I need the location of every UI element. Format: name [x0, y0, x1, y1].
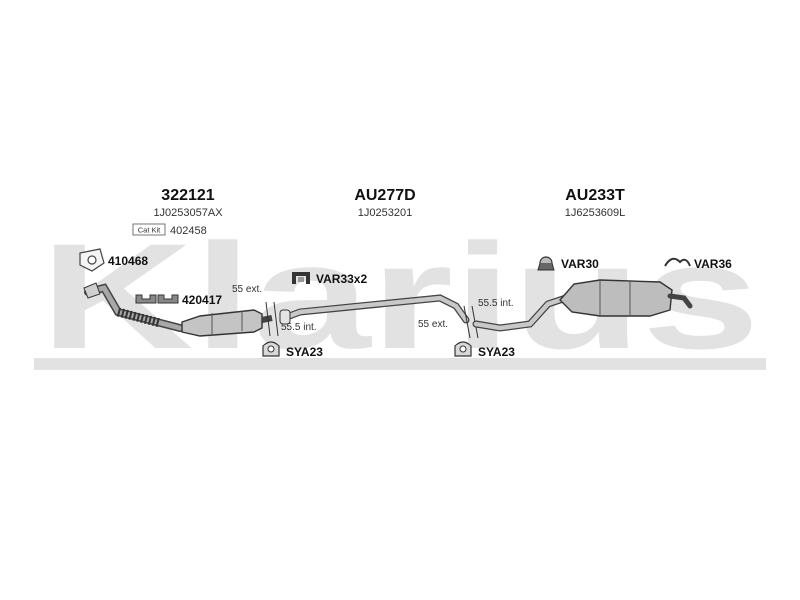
joint-left: 55 ext. 55.5 int. — [232, 284, 317, 337]
clamp-right-icon — [157, 294, 179, 304]
joint-right-int-label: 55.5 int. — [478, 298, 514, 309]
gasket-code: 410468 — [108, 254, 148, 268]
rubber-mount-left: SYA23 — [262, 341, 323, 359]
rear-mount-b: VAR36 — [664, 257, 732, 271]
silencer-seams — [599, 280, 631, 316]
catalytic-outlet — [261, 315, 273, 323]
rear-pipe-body — [473, 295, 569, 331]
middle-pipe — [279, 294, 470, 325]
part-number-middle: AU277D — [354, 187, 415, 204]
rubber-mount-right-hole-icon — [459, 345, 467, 353]
part-number-rear: AU233T — [565, 187, 625, 204]
cat-kit-badge — [132, 223, 166, 236]
cat-kit-code: 402458 — [170, 225, 207, 237]
rubber-mount-left-code: SYA23 — [286, 345, 323, 359]
rubber-mount-right-code: SYA23 — [478, 345, 515, 359]
silencer-body — [559, 279, 673, 317]
gasket-hole-icon — [87, 255, 97, 265]
hanger-fitting: VAR33x2 — [292, 272, 367, 286]
clamp-code: 420417 — [182, 293, 222, 307]
front-flange — [83, 282, 101, 299]
joint-left-ext-label: 55 ext. — [232, 284, 262, 295]
section-rear: AU233T 1J6253609L — [565, 187, 626, 219]
oem-code-middle: 1J0253201 — [358, 207, 412, 219]
middle-pipe-body — [281, 295, 469, 323]
clamp-fitting: 420417 — [135, 293, 222, 307]
oem-code-front: 1J0253057AX — [153, 207, 223, 219]
joint-left-marks — [265, 301, 279, 337]
rear-mount-b-code: VAR36 — [694, 257, 732, 271]
joint-right-ext-label: 55 ext. — [418, 319, 448, 330]
joint-left-int-label: 55.5 int. — [281, 322, 317, 333]
gasket-fitting: 410468 — [79, 248, 148, 272]
rubber-mount-left-hole-icon — [267, 345, 275, 353]
middle-pipe-sleeve — [279, 309, 291, 325]
hanger-rubber-icon — [298, 277, 304, 282]
section-middle: AU277D 1J0253201 — [354, 187, 415, 219]
front-pipe-assembly — [83, 282, 184, 332]
catalytic-converter-seams — [211, 311, 243, 334]
watermark-underline — [34, 358, 766, 370]
clamp-left-icon — [135, 294, 157, 304]
section-front: 322121 1J0253057AX — [153, 187, 223, 219]
hanger-clamp-icon — [292, 272, 310, 284]
rear-mount-a-code: VAR30 — [561, 257, 599, 271]
rear-mount-a: VAR30 — [537, 256, 599, 271]
catalytic-converter — [181, 309, 273, 337]
rear-silencer-assembly — [472, 279, 693, 332]
part-number-front: 322121 — [161, 187, 214, 204]
rubber-mount-right: SYA23 — [454, 341, 515, 359]
oem-code-rear: 1J6253609L — [565, 207, 626, 219]
hanger-code: VAR33x2 — [316, 272, 367, 286]
flex-section — [116, 307, 162, 328]
rear-mount-a-bracket-icon — [537, 262, 555, 271]
cat-kit-label: Cat Kit — [138, 226, 161, 235]
tailpipe — [667, 293, 693, 309]
cat-kit: Cat Kit 402458 — [132, 223, 207, 237]
rear-mount-b-icon — [664, 257, 691, 267]
